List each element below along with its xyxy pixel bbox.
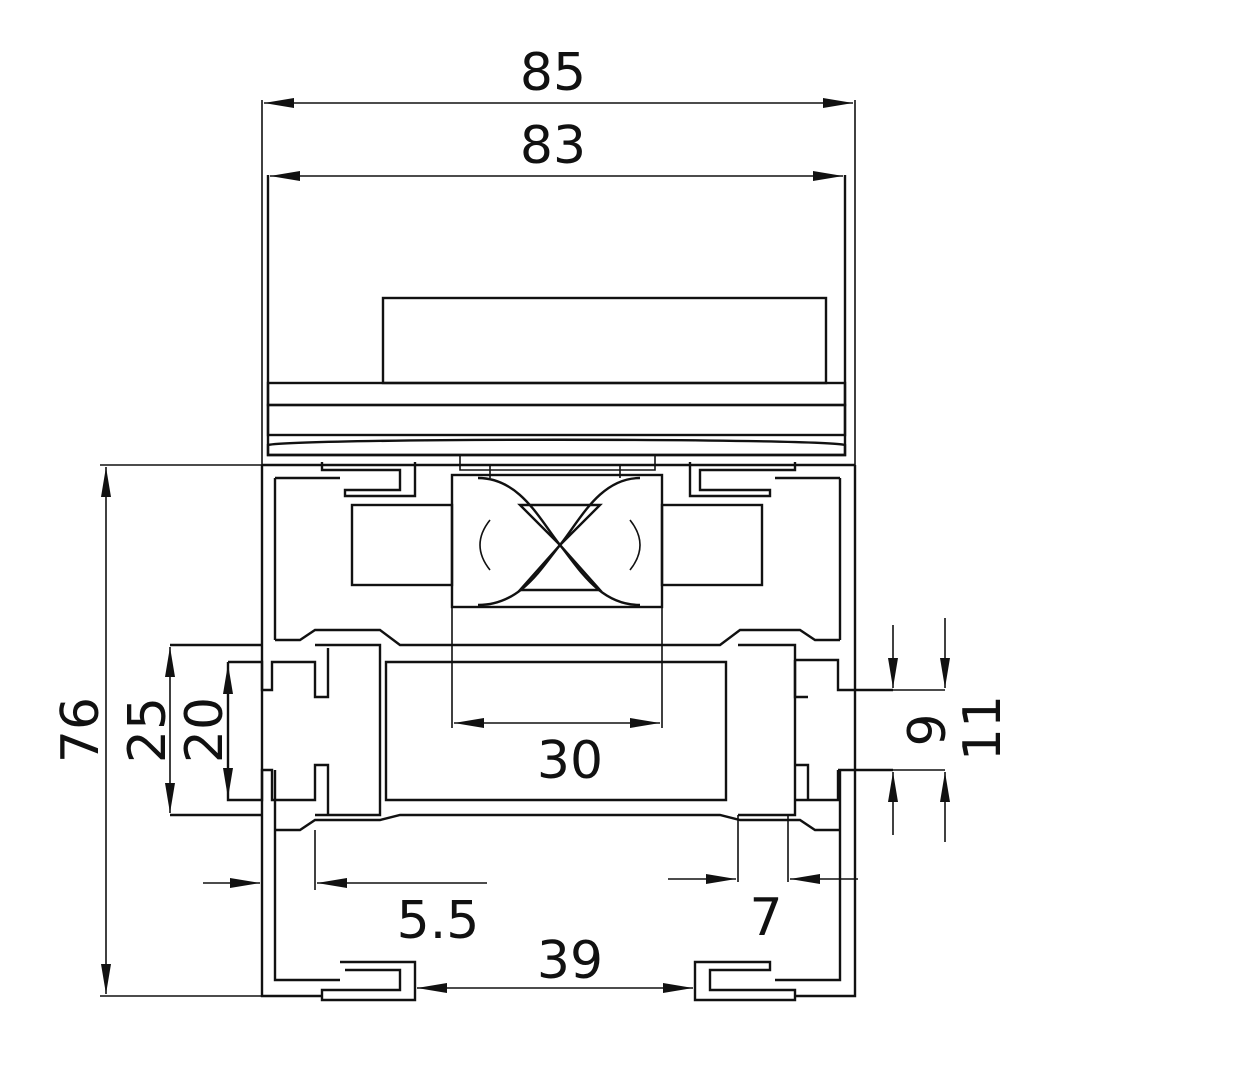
label-25: 25 xyxy=(118,697,178,763)
dimension-height-20: 20 xyxy=(175,664,235,798)
dimension-height-9: 9 xyxy=(888,625,958,835)
label-20: 20 xyxy=(175,697,235,763)
left-tongue xyxy=(226,648,330,815)
inner-right-wall xyxy=(775,478,842,982)
outer-right-wall xyxy=(795,465,857,998)
outer-left-wall xyxy=(260,465,322,998)
profile-outline xyxy=(170,455,945,1002)
glass-unit xyxy=(266,175,847,457)
label-5-5: 5.5 xyxy=(397,891,480,951)
dimension-overall-width: 85 xyxy=(261,43,856,465)
clip-bottom-left xyxy=(320,960,417,1002)
clip-bottom-right xyxy=(693,960,797,1002)
glass-gasket xyxy=(266,438,847,457)
label-7: 7 xyxy=(749,888,782,948)
center-arcs xyxy=(479,519,641,571)
label-9: 9 xyxy=(898,713,958,746)
extension-7 xyxy=(737,815,789,882)
right-slot xyxy=(793,658,893,802)
label-83: 83 xyxy=(520,116,586,176)
label-76: 76 xyxy=(51,697,111,763)
label-30: 30 xyxy=(537,731,603,791)
dimension-inner-width: 83 xyxy=(270,116,843,181)
dimension-height-11: 11 xyxy=(940,618,1013,842)
glass-sheet-2 xyxy=(266,403,847,437)
dimension-width-5-5: 5.5 xyxy=(203,830,487,951)
glass-pane-top xyxy=(381,296,828,385)
bottom-chamber xyxy=(275,813,840,832)
right-slot-lip xyxy=(855,689,945,771)
top-chamber xyxy=(275,476,840,647)
label-39: 39 xyxy=(537,931,603,991)
label-85: 85 xyxy=(520,43,586,103)
right-block xyxy=(660,503,764,587)
left-block xyxy=(350,503,454,587)
thermal-break-outer xyxy=(170,643,797,817)
label-11: 11 xyxy=(953,695,1013,761)
center-top-tabs xyxy=(459,455,656,478)
glass-frame xyxy=(266,175,847,457)
center-x xyxy=(477,476,641,607)
dimension-overall-height: 76 xyxy=(51,464,262,997)
clip-top-right xyxy=(688,462,797,498)
dimension-width-30: 30 xyxy=(451,607,663,791)
center-box xyxy=(450,473,664,609)
dimension-width-39: 39 xyxy=(417,931,693,993)
center-triangles xyxy=(517,503,603,592)
clip-top-left xyxy=(320,462,417,498)
extension-30 xyxy=(451,607,663,728)
dimension-height-25: 25 xyxy=(118,647,178,813)
inner-left-wall xyxy=(273,478,340,982)
dimension-width-7: 7 xyxy=(668,815,858,948)
extension-76 xyxy=(100,464,262,997)
glass-sheet-1 xyxy=(266,381,847,407)
thermal-break-inner xyxy=(384,660,728,802)
